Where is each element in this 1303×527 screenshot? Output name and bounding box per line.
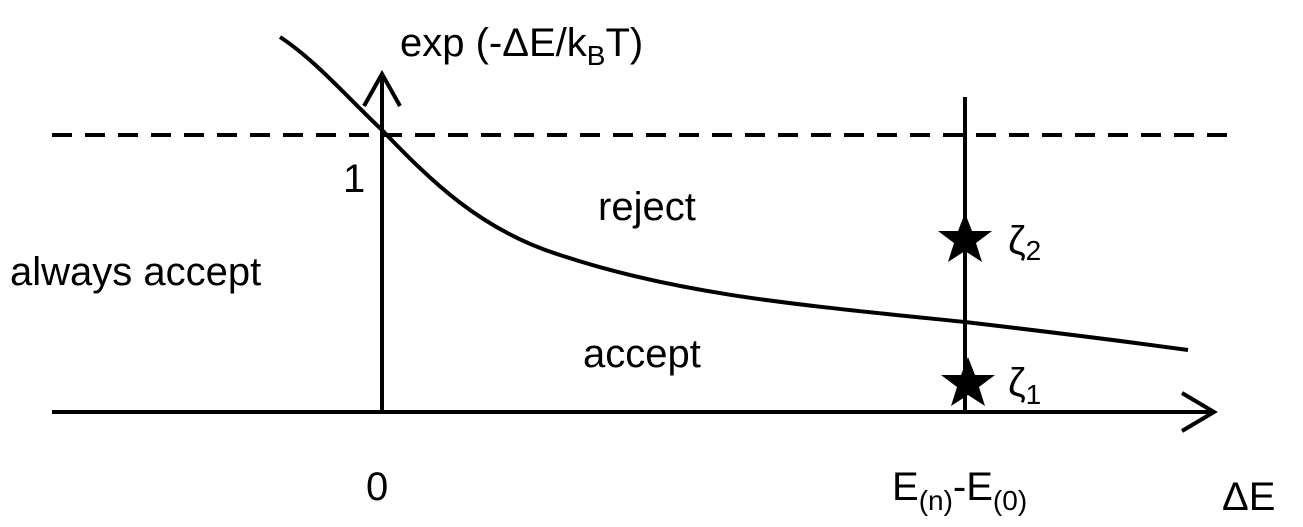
y-axis-label: exp (-ΔE/kBT) <box>400 21 643 71</box>
y-tick-one: 1 <box>343 157 365 201</box>
zeta-2-label: ζ2 <box>1008 219 1041 266</box>
star-zeta-2-icon <box>938 213 992 262</box>
x-tick-zero: 0 <box>366 465 388 509</box>
always-accept-label: always accept <box>10 250 261 294</box>
zeta-1-label: ζ1 <box>1008 361 1041 410</box>
y-axis-arrowhead <box>362 69 402 107</box>
accept-label: accept <box>583 332 701 376</box>
x-tick-energy-difference: E(n)-E(0) <box>892 465 1027 516</box>
x-axis-arrowhead <box>1180 391 1218 433</box>
x-axis-label: ΔE <box>1222 475 1275 519</box>
star-zeta-1-icon <box>941 357 995 406</box>
reject-label: reject <box>598 185 696 229</box>
boltzmann-curve <box>278 35 1189 352</box>
